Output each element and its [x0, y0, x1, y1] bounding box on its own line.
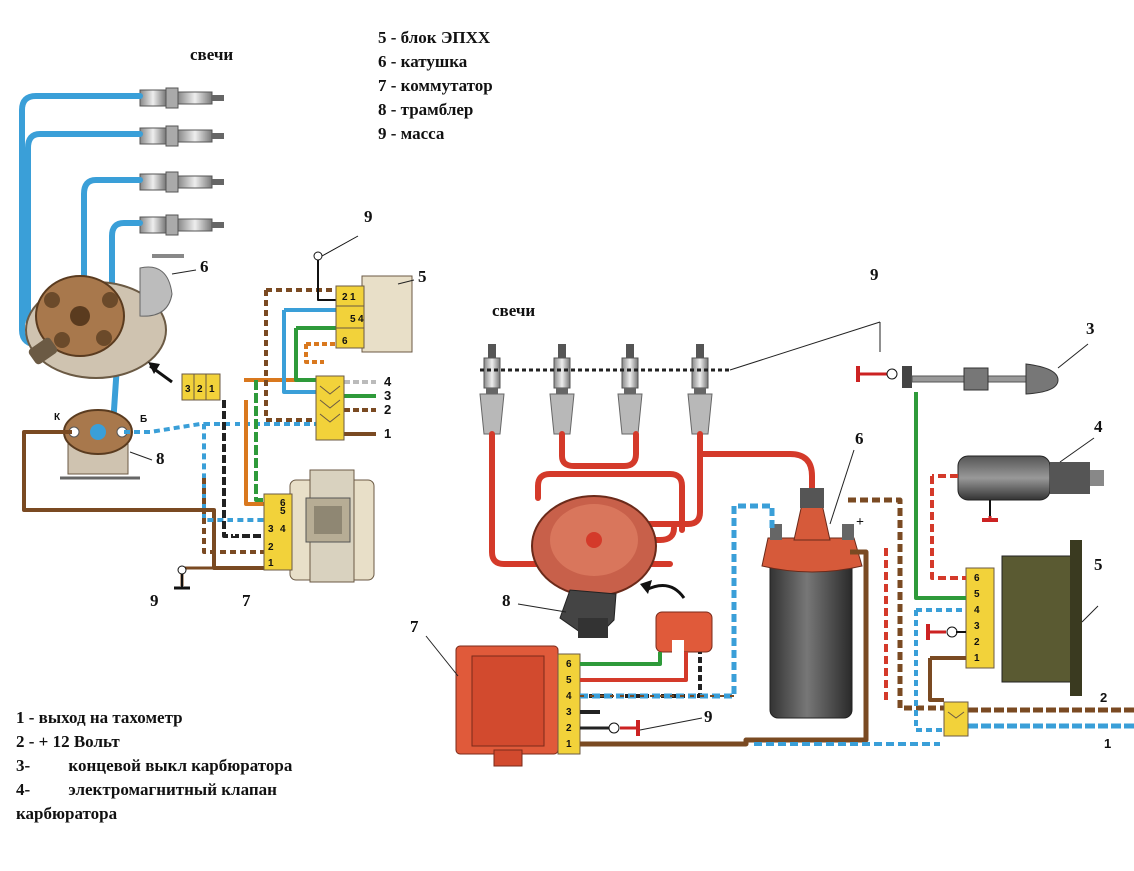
right-epxx-block: [965, 540, 1082, 696]
right-spark-plugs-title: свечи: [492, 301, 535, 320]
left-ground-top-label: 9: [364, 207, 373, 226]
right-switch-label: 7: [410, 617, 419, 636]
left-small-connector: [181, 373, 221, 401]
right-limit-switch-label: 3: [1086, 319, 1095, 338]
legend-bottom-item-1: 1 - выход на тахометр: [16, 708, 183, 727]
left-spark-plug-4: [139, 214, 224, 236]
left-epxx-pin-5: 5: [350, 314, 356, 325]
right-output-connector: [943, 701, 969, 737]
right-switch-pin-6: 6: [566, 659, 572, 670]
left-small-pin-2: 2: [197, 384, 203, 395]
right-epxx-pin-4: 4: [974, 605, 980, 616]
left-epxx-pin-6: 6: [342, 336, 348, 347]
right-switch-module: [455, 645, 581, 767]
right-ground-symbol-epxx: [926, 624, 966, 640]
right-coil-plus-sign: +: [856, 515, 864, 530]
right-switch-pin-2: 2: [566, 723, 572, 734]
left-epxx-pin-4: 4: [358, 314, 364, 325]
right-ignition-coil: [761, 488, 863, 719]
left-switch-pin-2: 2: [268, 542, 274, 553]
left-switch-label: 7: [242, 591, 251, 610]
right-epxx-pin-6: 6: [974, 573, 980, 584]
left-output-label-1: 1: [384, 426, 391, 441]
right-spark-plug-2: [549, 344, 575, 435]
right-rotation-arrow-icon: [645, 584, 686, 599]
left-spark-plug-3: [139, 171, 224, 193]
right-ground-symbol-switch: [608, 720, 640, 736]
left-small-pin-3: 3: [185, 384, 191, 395]
left-switch-pin-3: 3: [268, 524, 274, 535]
left-small-pin-1: 1: [209, 384, 215, 395]
left-spark-plug-2: [139, 125, 224, 147]
legend-bottom-item-4-cont: карбюратора: [16, 804, 118, 823]
left-spark-plugs-title: свечи: [190, 45, 233, 64]
left-output-connector: [315, 375, 345, 441]
left-ground-bottom-label: 9: [150, 591, 159, 610]
legend-top-item-5: 5 - блок ЭПХХ: [378, 28, 491, 47]
left-hv-wires: [19, 93, 143, 443]
right-ground-leader-line: [729, 321, 881, 371]
left-coil-terminal-k: К: [54, 412, 61, 423]
left-ground-top-symbol: [313, 235, 359, 274]
left-switch-pin-1: 1: [268, 558, 274, 569]
right-switch-pin-5: 5: [566, 675, 572, 686]
right-diagram: свечи 9: [410, 265, 1134, 767]
right-spark-plug-3: [617, 344, 643, 435]
left-output-label-2: 2: [384, 402, 391, 417]
legend-top-item-9: 9 - масса: [378, 124, 445, 143]
left-coil: [60, 409, 140, 480]
left-diagram: свечи: [19, 45, 427, 610]
right-output-label-1: 1: [1104, 736, 1111, 751]
legend-bottom-item-4: 4- электромагнитный клапан: [16, 780, 277, 799]
right-distributor: [531, 495, 657, 638]
left-coil-number: 8: [156, 449, 165, 468]
right-hv-wires: [489, 431, 815, 567]
left-distributor: [25, 254, 184, 379]
left-switch-pin-4: 4: [280, 524, 286, 535]
right-solenoid-valve: [957, 455, 1104, 522]
right-coil-label: 6: [855, 429, 864, 448]
right-distributor-label: 8: [502, 591, 511, 610]
right-hall-sensor-connector: [655, 611, 713, 654]
left-arrowhead-icon: [148, 362, 160, 374]
legend-bottom-item-2: 2 - + 12 Вольт: [16, 732, 120, 751]
left-epxx-pin-2: 2: [342, 292, 348, 303]
right-solenoid-label: 4: [1094, 417, 1103, 436]
left-epxx-block: [335, 275, 413, 353]
right-epxx-label: 5: [1094, 555, 1103, 574]
left-ground-bottom-symbol: [174, 565, 190, 590]
legend-top-item-7: 7 - коммутатор: [378, 76, 493, 95]
right-epxx-pin-3: 3: [974, 621, 980, 632]
left-switch-pin-5: 5: [280, 506, 286, 517]
right-epxx-pin-1: 1: [974, 653, 980, 664]
left-coil-terminal-b: Б: [140, 414, 147, 425]
right-spark-plug-4: [687, 344, 713, 435]
legend-top: 5 - блок ЭПХХ 6 - катушка 7 - коммутатор…: [378, 26, 493, 146]
legend-top-item-6: 6 - катушка: [378, 52, 468, 71]
right-epxx-pin-2: 2: [974, 637, 980, 648]
right-ground-bottom-label: 9: [704, 707, 713, 726]
right-switch-pin-4: 4: [566, 691, 572, 702]
left-switch-module: [263, 469, 375, 583]
right-ground-top-label: 9: [870, 265, 879, 284]
left-switch-pin-6: 6: [280, 498, 286, 509]
legend-bottom: 1 - выход на тахометр 2 - + 12 Вольт 3- …: [16, 706, 292, 826]
right-output-label-2: 2: [1100, 690, 1107, 705]
right-switch-pin-3: 3: [566, 707, 572, 718]
right-limit-switch: [856, 363, 1059, 395]
right-epxx-pin-5: 5: [974, 589, 980, 600]
legend-bottom-item-3: 3- концевой выкл карбюратора: [16, 756, 293, 775]
left-output-label-3: 3: [384, 388, 391, 403]
left-epxx-pin-1: 1: [350, 292, 356, 303]
left-output-label-4: 4: [384, 374, 392, 389]
left-spark-plug-1: [139, 87, 224, 109]
legend-top-item-8: 8 - трамблер: [378, 100, 474, 119]
left-vacuum-label: 6: [200, 257, 209, 276]
left-epxx-label: 5: [418, 267, 427, 286]
right-spark-plug-1: [479, 344, 505, 435]
right-switch-pin-1: 1: [566, 739, 572, 750]
right-low-voltage-wires: [580, 392, 1134, 747]
